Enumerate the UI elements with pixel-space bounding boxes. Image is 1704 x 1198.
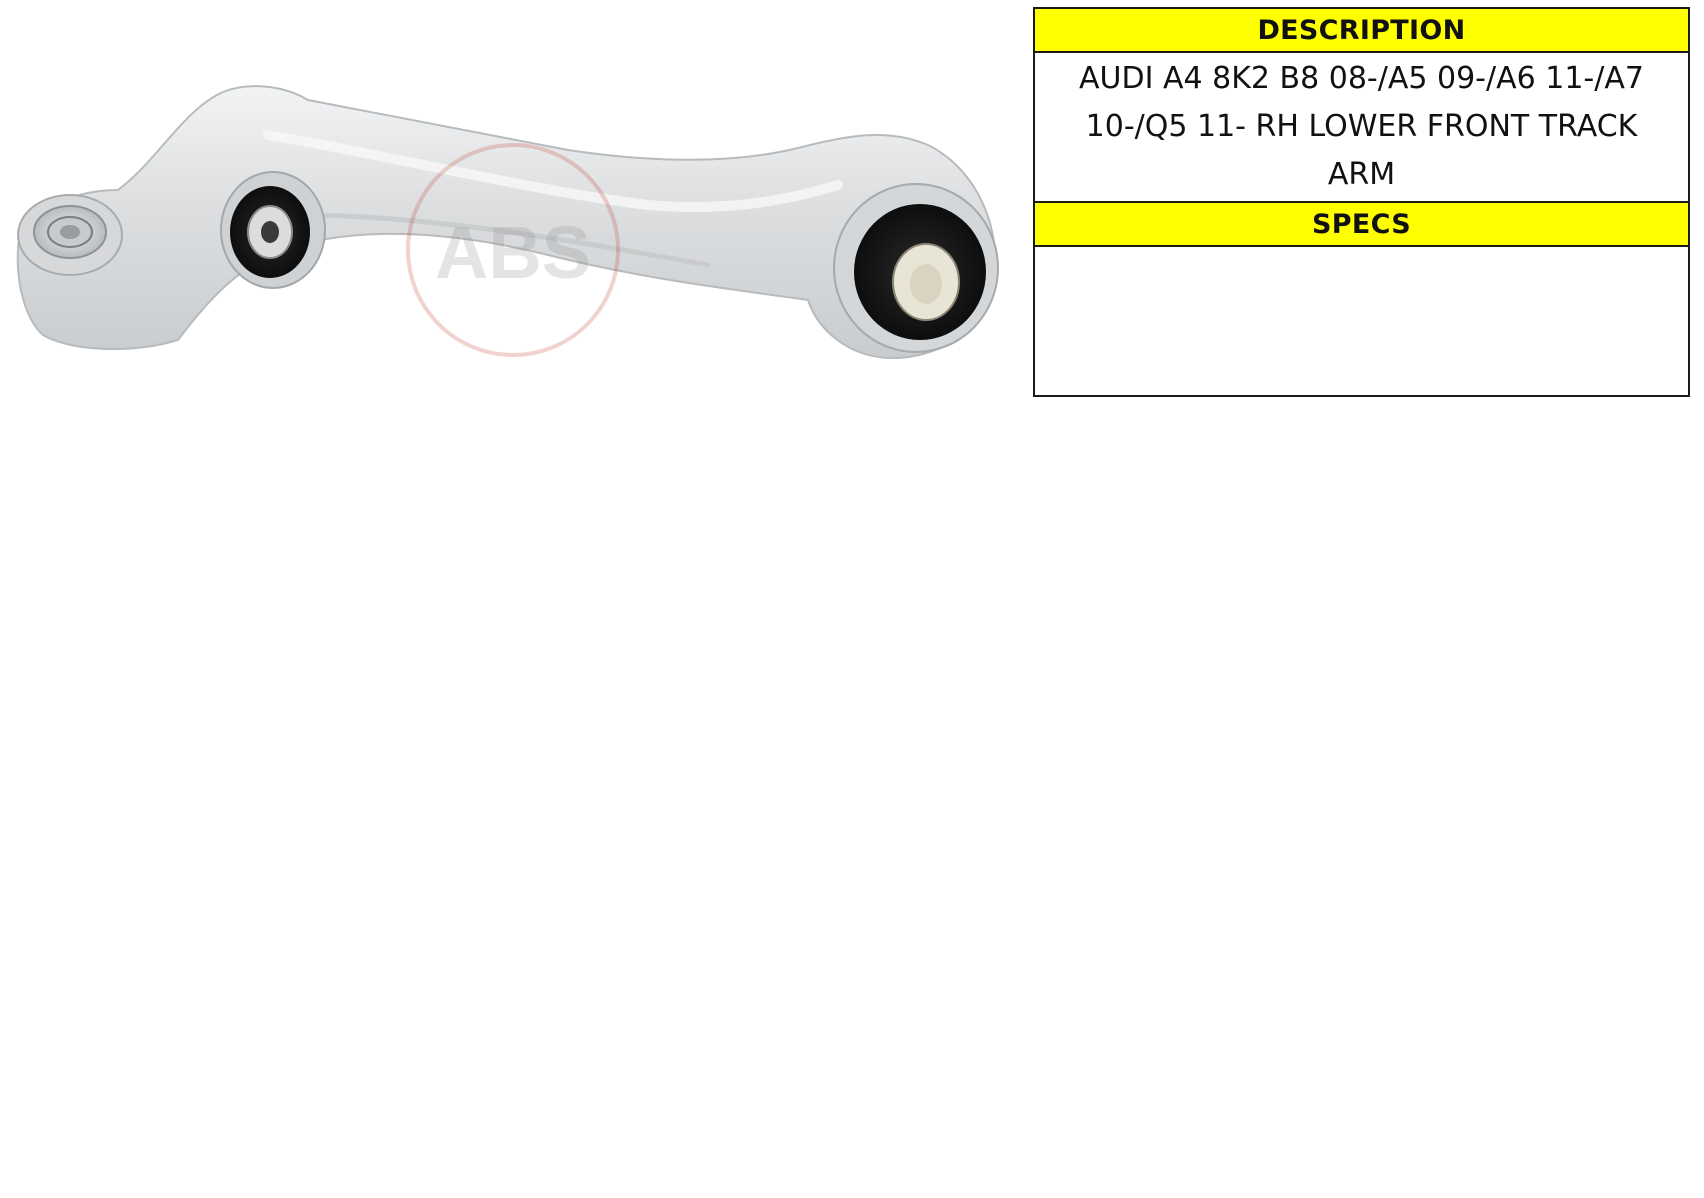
specs-text (1033, 245, 1690, 397)
description-text: AUDI A4 8K2 B8 08-/A5 09-/A6 11-/A7 10-/… (1033, 51, 1690, 203)
description-header: DESCRIPTION (1033, 7, 1690, 53)
control-arm-illustration: ABS (16, 85, 999, 360)
info-table: DESCRIPTION AUDI A4 8K2 B8 08-/A5 09-/A6… (1033, 7, 1690, 397)
product-image: ABS (8, 40, 1018, 420)
outer-bushing (833, 183, 999, 353)
watermark: ABS (406, 143, 620, 357)
svg-text:ABS: ABS (435, 211, 591, 294)
specs-header: SPECS (1033, 201, 1690, 247)
inner-bushing (220, 171, 326, 289)
ball-joint-eye (17, 194, 123, 276)
